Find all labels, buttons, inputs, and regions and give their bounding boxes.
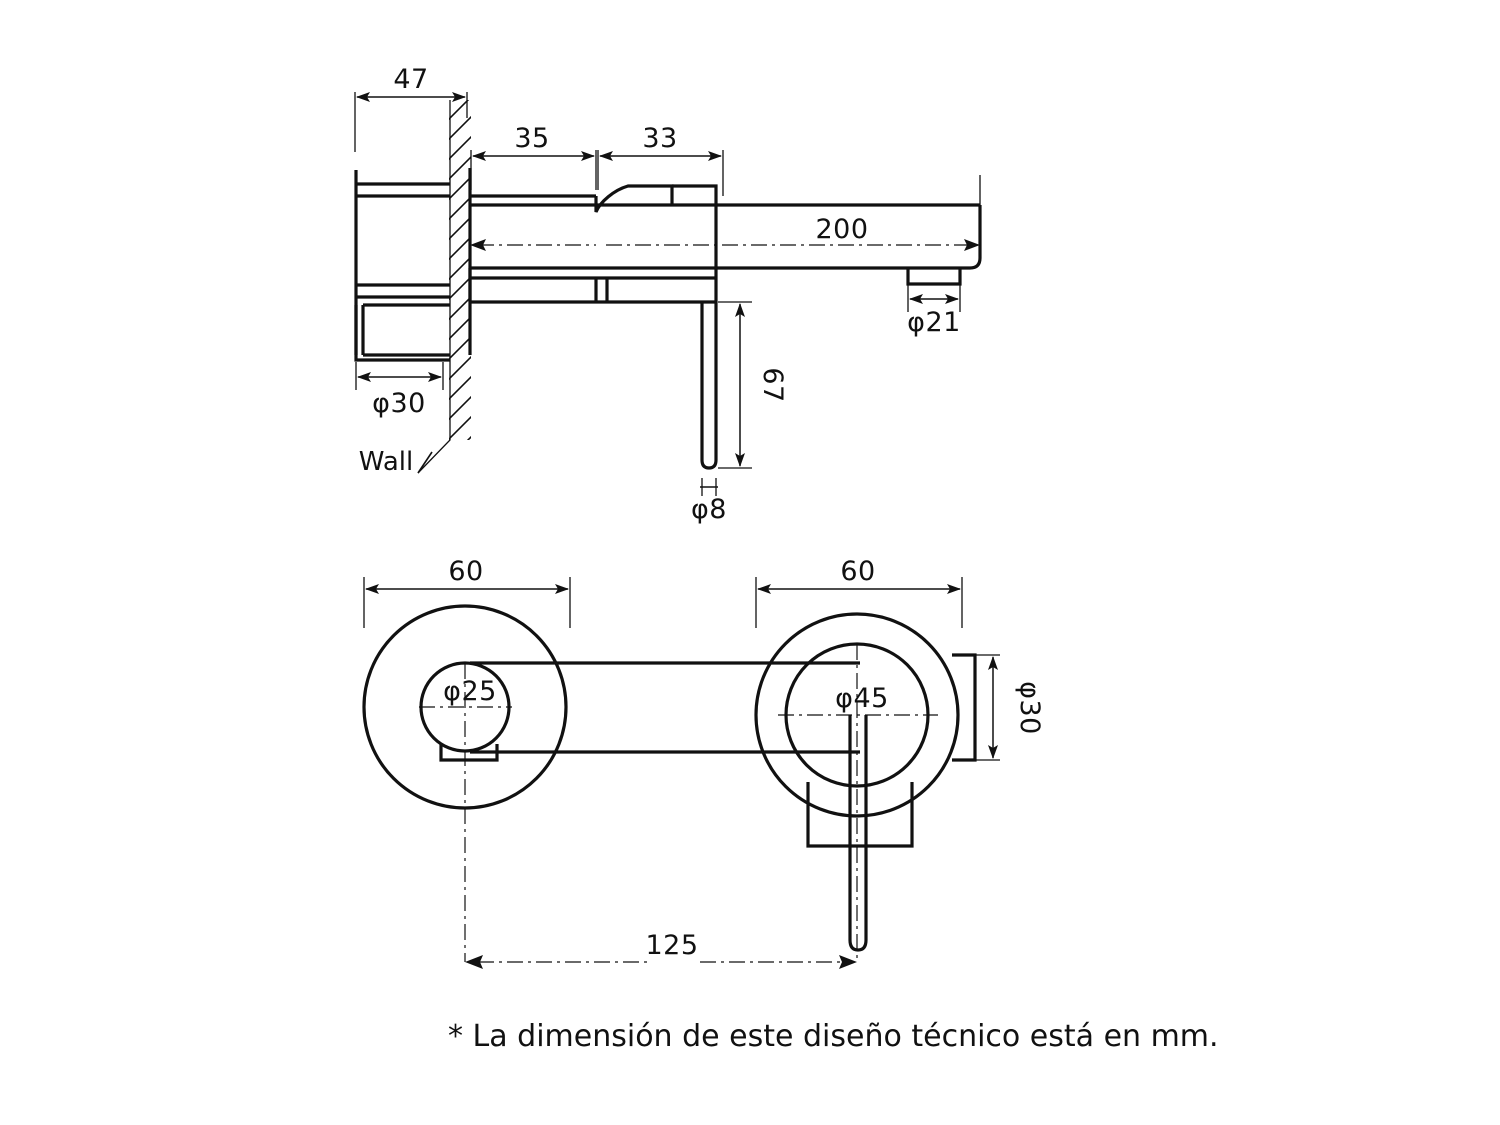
dimension-200: 200 [470,175,981,251]
wall-label-group: Wall [359,447,433,477]
front-view-center-lines [419,644,938,962]
dimension-phi45-label: φ45 [835,683,889,714]
dimension-right-60-label: 60 [840,556,875,587]
lever-rod-front [848,715,868,952]
spout-body [468,184,982,304]
spout-stub-front [952,653,977,762]
dimension-33: 33 [597,123,724,196]
dimension-33-label: 33 [642,123,677,154]
dimension-35-label: 35 [514,123,549,154]
dimension-47: 47 [354,64,468,152]
dimension-right-60: 60 [755,556,963,628]
dimension-phi30-side: φ30 [355,362,444,419]
front-view-group: 60 60 φ25 φ45 φ30 [362,556,1045,969]
dimension-phi21: φ21 [907,284,961,338]
dimension-125-label: 125 [645,930,698,961]
dimension-left-60: 60 [363,556,571,628]
dimension-phi30-front: φ30 [975,654,1045,761]
lever-rod-side [700,302,718,470]
side-view-group: 47 35 33 20 [354,64,982,525]
dimension-phi8-label: φ8 [691,494,727,525]
dimension-phi30-side-label: φ30 [372,388,426,419]
behind-wall-body [354,170,450,362]
dimension-125: 125 [465,930,857,969]
dimension-47-label: 47 [393,64,428,95]
dimension-phi30-front-label: φ30 [1014,681,1045,735]
wall-boundary-line [417,100,451,474]
connecting-body [470,661,860,754]
dimension-200-label: 200 [815,214,868,245]
dimension-phi25-label: φ25 [443,676,497,707]
dimension-35: 35 [470,123,597,190]
dimension-left-60-label: 60 [448,556,483,587]
wall-label: Wall [359,447,413,477]
units-caption: * La dimensión de este diseño técnico es… [448,1019,1219,1054]
dimension-phi21-label: φ21 [907,307,961,338]
dimension-67: 67 [718,301,788,469]
dimension-67-label: 67 [757,367,788,402]
lower-bracket-front [806,782,914,848]
dimension-phi8: φ8 [691,478,727,525]
